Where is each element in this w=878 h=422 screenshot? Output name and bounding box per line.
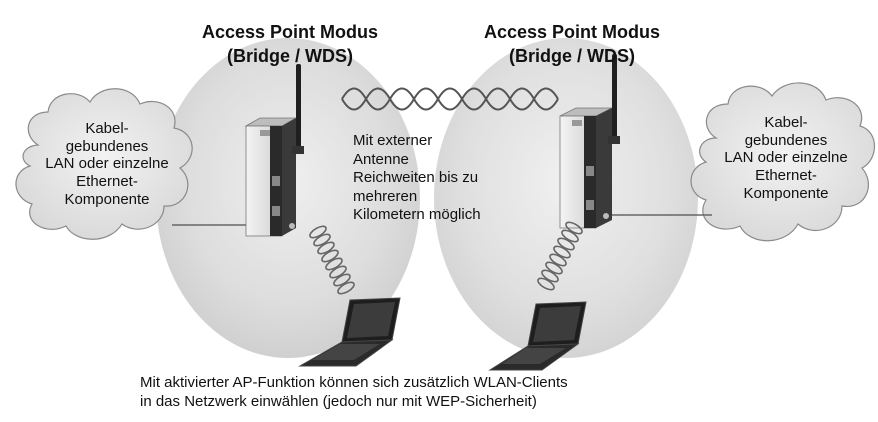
bottom-caption: Mit aktivierter AP-Funktion können sich … bbox=[140, 373, 760, 411]
laptop-icon bbox=[488, 301, 587, 371]
cloud-left-line: Komponente bbox=[64, 190, 150, 208]
cloud-left-line: Ethernet- bbox=[76, 173, 138, 191]
cloud-right-line: Komponente bbox=[743, 184, 829, 202]
ap-title-left: Access Point Modus (Bridge / WDS) bbox=[175, 20, 405, 69]
cloud-icon bbox=[690, 82, 875, 242]
cloud-right-line: Ethernet- bbox=[755, 167, 817, 185]
wireless-signal-icon bbox=[341, 87, 559, 111]
caption-line1: Mit aktivierter AP-Funktion können sich … bbox=[140, 374, 568, 391]
cloud-icon bbox=[15, 88, 193, 240]
wireless-signal-icon bbox=[537, 221, 583, 291]
range-note-line: Antenne bbox=[353, 150, 409, 168]
range-note-line: Kilometern möglich bbox=[353, 206, 481, 224]
range-note-line: Mit externer bbox=[353, 132, 433, 149]
cloud-left-label: Kabel- gebundenes LAN oder einzelne Ethe… bbox=[32, 120, 182, 208]
ap-title-right-line2: (Bridge / WDS) bbox=[509, 46, 635, 67]
antenna-icon bbox=[608, 54, 620, 144]
cloud-right-line: gebundenes bbox=[744, 131, 828, 149]
wireless-signal-icon bbox=[309, 225, 355, 295]
access-point-device-icon bbox=[559, 107, 613, 229]
cloud-right-line: Kabel- bbox=[764, 114, 808, 131]
ap-title-left-line2: (Bridge / WDS) bbox=[227, 46, 353, 67]
cloud-left-line: gebundenes bbox=[65, 137, 149, 155]
cloud-left-line: LAN oder einzelne bbox=[45, 155, 169, 173]
cloud-left-line: Kabel- bbox=[85, 120, 129, 137]
ap-title-right: Access Point Modus (Bridge / WDS) bbox=[457, 20, 687, 69]
ap-title-right-line1: Access Point Modus bbox=[483, 22, 661, 42]
range-note-line: mehreren bbox=[353, 187, 418, 205]
cloud-right-line: LAN oder einzelne bbox=[724, 149, 848, 167]
caption-line2: in das Netzwerk einwählen (jedoch nur mi… bbox=[140, 393, 537, 411]
laptop-icon bbox=[298, 297, 401, 367]
antenna-icon bbox=[292, 64, 304, 154]
ap-title-left-line1: Access Point Modus bbox=[201, 22, 379, 42]
range-note-line: Reichweiten bis zu bbox=[353, 169, 479, 187]
range-note: Mit externer Antenne Reichweiten bis zu … bbox=[353, 132, 523, 225]
cloud-right-label: Kabel- gebundenes LAN oder einzelne Ethe… bbox=[708, 114, 864, 202]
access-point-device-icon bbox=[244, 117, 298, 237]
